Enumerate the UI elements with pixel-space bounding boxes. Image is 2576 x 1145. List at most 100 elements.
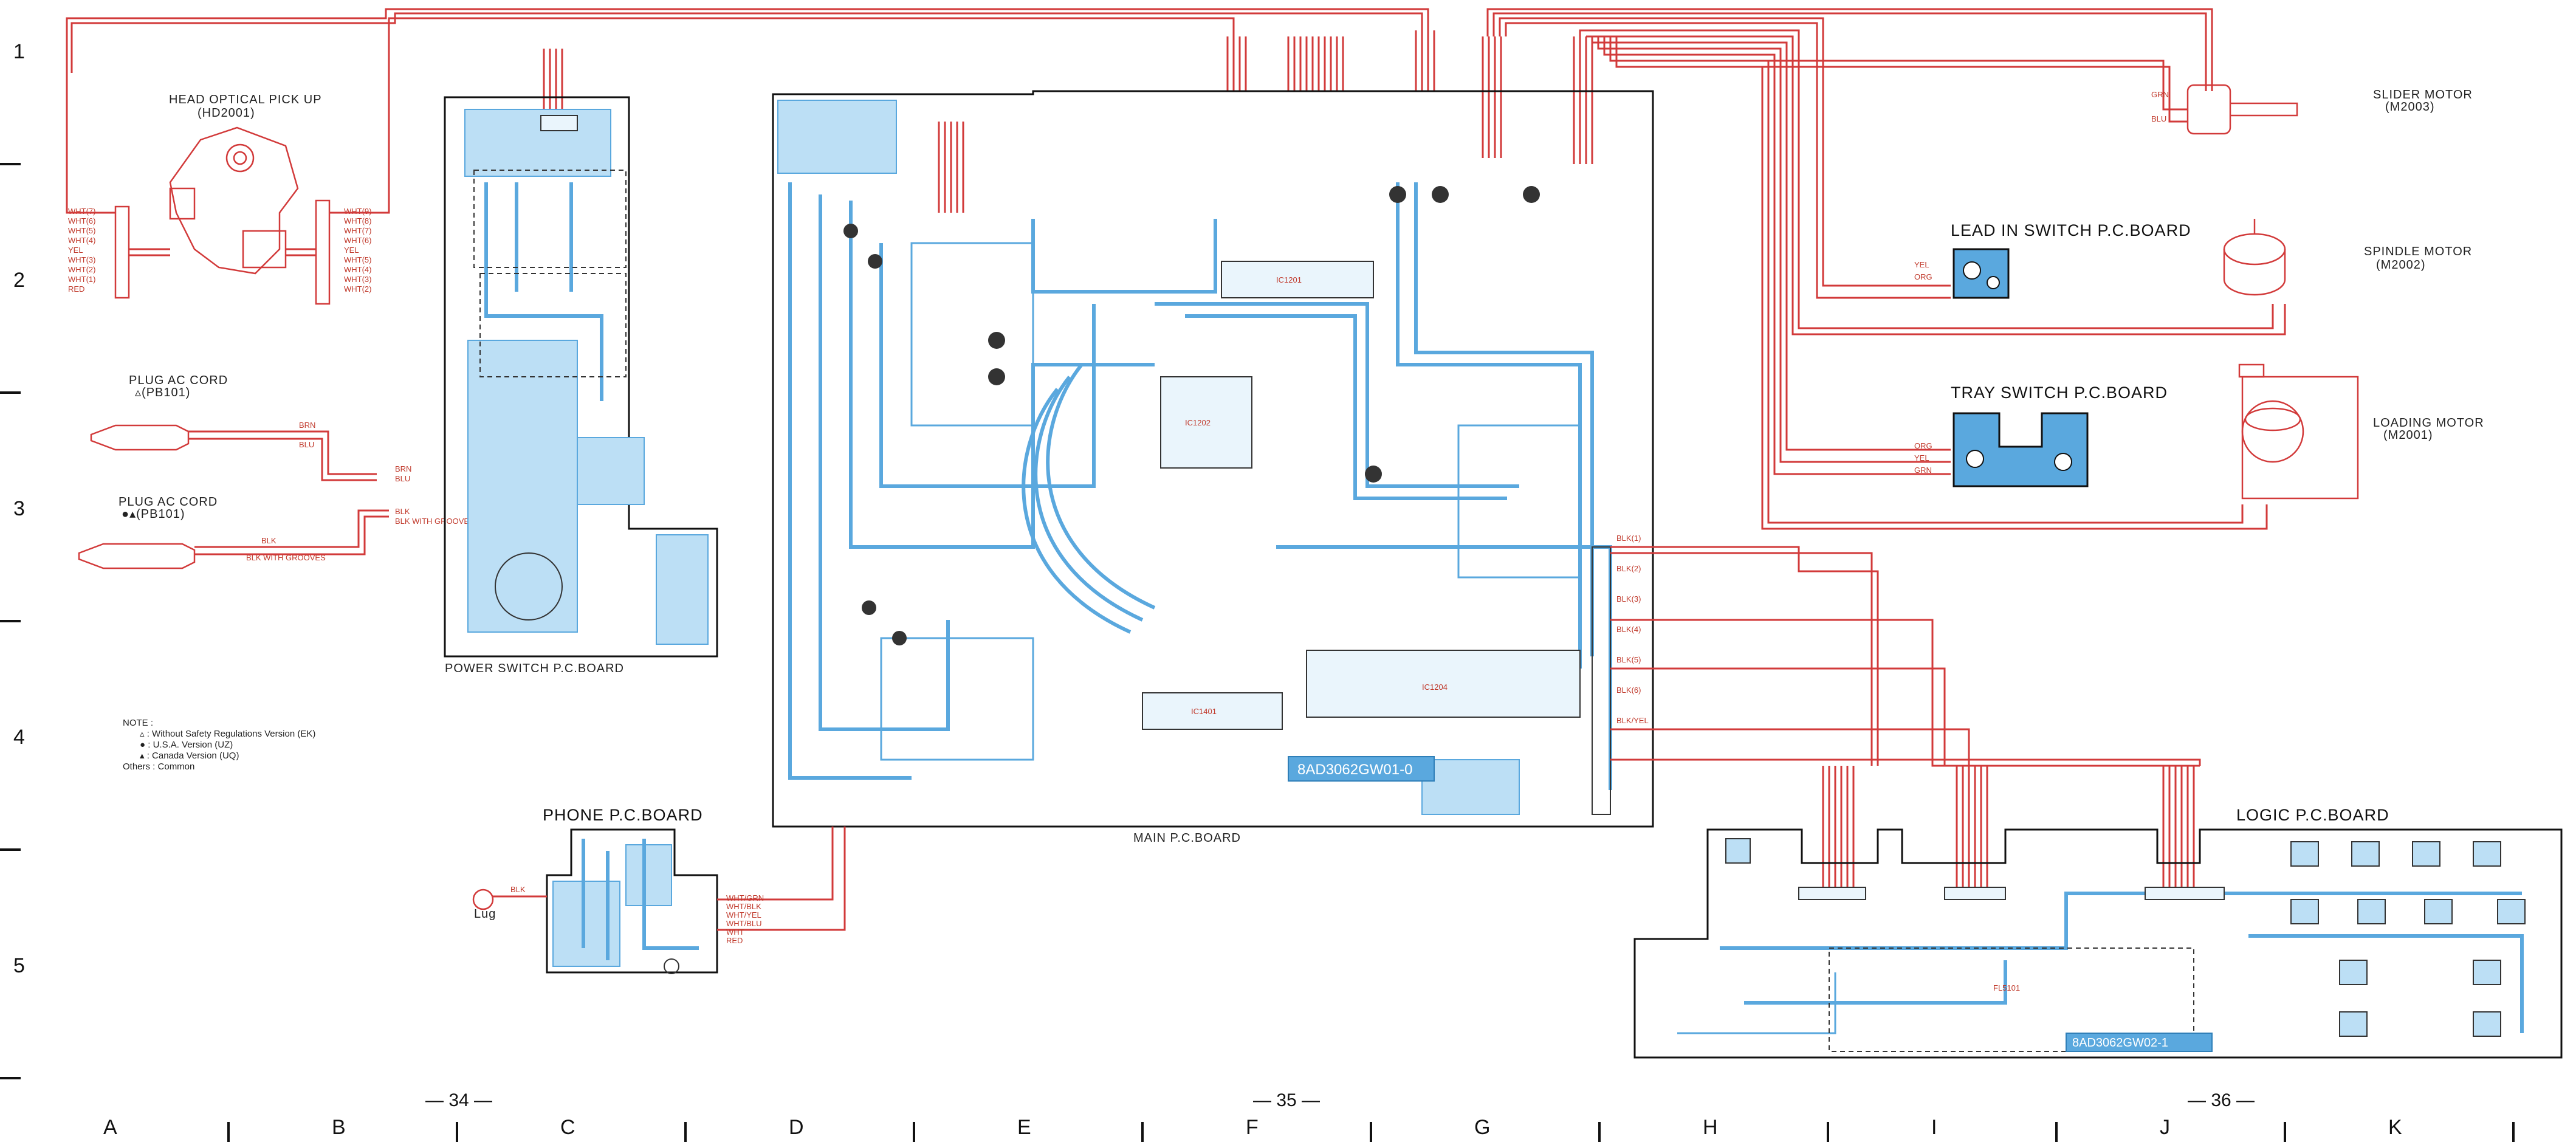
col-label: C (560, 1116, 575, 1139)
svg-text:WHT/YEL: WHT/YEL (726, 910, 761, 920)
board-label: TRAY SWITCH P.C.BOARD (1951, 383, 2168, 402)
svg-text:YEL: YEL (1914, 260, 1929, 269)
plug-ac-cord-2: PLUG AC CORD ●▴(PB101) BLK BLK WITH GROO… (78, 495, 389, 569)
svg-text:BLK/YEL: BLK/YEL (1616, 716, 1649, 725)
row-markers: 1 2 3 4 5 (0, 40, 25, 1079)
pickup-left-wire-labels: WHT(7) WHT(6) WHT(5) WHT(4) YEL WHT(3) W… (68, 207, 96, 294)
svg-text:WHT(9): WHT(9) (344, 207, 372, 216)
svg-text:IC1202: IC1202 (1185, 418, 1211, 427)
svg-text:ORG: ORG (1914, 272, 1932, 281)
svg-text:BRN: BRN (299, 421, 315, 430)
component-name: PLUG AC CORD (129, 374, 228, 387)
svg-text:WHT/BLU: WHT/BLU (726, 919, 762, 928)
svg-text:YEL: YEL (1914, 453, 1929, 462)
head-optical-pickup: HEAD OPTICAL PICK UP (HD2001) WHT(7) WHT… (66, 73, 390, 305)
board-label: POWER SWITCH P.C.BOARD (445, 662, 624, 675)
svg-text:BLK: BLK (510, 885, 526, 894)
component-name: HEAD OPTICAL PICK UP (169, 93, 322, 106)
svg-text:WHT(2): WHT(2) (68, 265, 96, 274)
page-number: — 35 — (1253, 1090, 1320, 1110)
component-ref: (M2003) (2385, 100, 2434, 114)
board-code: 8AD3062GW02-1 (2072, 1036, 2168, 1050)
component-ref: ▵(PB101) (135, 386, 190, 399)
plug-ac-cord-1: PLUG AC CORD ▵(PB101) BRN BLU (90, 374, 377, 481)
component-name: SLIDER MOTOR (2373, 88, 2473, 101)
row-label: 3 (13, 497, 25, 520)
svg-text:▴ : Canada Version (UQ): ▴ : Canada Version (UQ) (140, 751, 239, 761)
col-label: J (2160, 1116, 2170, 1139)
top-wire-harness (66, 8, 2286, 530)
svg-text:BLK WITH GROOVES: BLK WITH GROOVES (246, 553, 326, 562)
svg-text:BLK(4): BLK(4) (1616, 625, 1641, 634)
ic-chip (1306, 650, 1581, 718)
svg-text:WHT(6): WHT(6) (68, 216, 96, 225)
svg-text:WHT(6): WHT(6) (344, 236, 372, 245)
svg-text:WHT(4): WHT(4) (344, 265, 372, 274)
svg-text:IC1201: IC1201 (1276, 275, 1302, 284)
board-label: LOGIC P.C.BOARD (2236, 806, 2389, 824)
main-board: IC1202 IC1201 IC1204 IC1401 8AD3062GW01-… (772, 90, 1654, 845)
svg-text:IC1204: IC1204 (1422, 683, 1448, 692)
svg-text:WHT(7): WHT(7) (68, 207, 96, 216)
col-label: F (1246, 1116, 1259, 1139)
svg-text:WHT(3): WHT(3) (344, 275, 372, 284)
spindle-motor: SPINDLE MOTOR (M2002) (2223, 219, 2472, 296)
svg-text:WHT(5): WHT(5) (68, 226, 96, 235)
board-label: MAIN P.C.BOARD (1133, 831, 1241, 845)
svg-text:WHT(4): WHT(4) (68, 236, 96, 245)
col-label: D (789, 1116, 804, 1139)
svg-text:YEL: YEL (344, 246, 359, 255)
component-name: SPINDLE MOTOR (2364, 245, 2472, 258)
note-block: NOTE : ▵ : Without Safety Regulations Ve… (123, 718, 315, 772)
board-label: LEAD IN SWITCH P.C.BOARD (1951, 221, 2191, 239)
svg-text:Others : Common: Others : Common (123, 762, 194, 772)
pickup-right-wire-labels: WHT(9) WHT(8) WHT(7) WHT(6) YEL WHT(5) W… (344, 207, 372, 294)
svg-text:IC1401: IC1401 (1191, 707, 1217, 716)
svg-text:BLK WITH GROOVES: BLK WITH GROOVES (395, 517, 475, 526)
svg-text:RED: RED (726, 936, 743, 945)
component-name: LOADING MOTOR (2373, 416, 2484, 430)
col-label: K (2388, 1116, 2402, 1139)
ic-chip (1160, 376, 1252, 469)
svg-text:BLK(6): BLK(6) (1616, 686, 1641, 695)
component-ref: (HD2001) (197, 106, 255, 120)
page-number: — 34 — (425, 1090, 492, 1110)
tray-switch-board: TRAY SWITCH P.C.BOARD ORG YEL GRN (1914, 383, 2168, 487)
board-code: 8AD3062GW01-0 (1297, 762, 1412, 778)
component-ref: (M2002) (2376, 258, 2425, 272)
svg-text:▵ : Without Safety Regulations: ▵ : Without Safety Regulations Version (… (140, 729, 315, 739)
svg-text:WHT(8): WHT(8) (344, 216, 372, 225)
svg-text:YEL: YEL (68, 246, 83, 255)
component-ref: (M2001) (2383, 428, 2433, 442)
svg-text:BLK(2): BLK(2) (1616, 564, 1641, 573)
power-switch-board: POWER SWITCH P.C.BOARD (444, 96, 718, 675)
svg-text:BLK: BLK (395, 507, 410, 516)
svg-text:WHT(2): WHT(2) (344, 284, 372, 294)
row-label: 1 (13, 40, 25, 63)
main-to-logic-wires: BLK(1) BLK(2) BLK(3) BLK(4) BLK(5) BLK(6… (1610, 534, 2201, 893)
svg-text:GRN: GRN (2151, 90, 2169, 99)
phone-board: PHONE P.C.BOARD WHT/GRN WHT/BLK WHT/YEL … (472, 806, 846, 974)
svg-text:WHT: WHT (726, 927, 744, 937)
row-label: 2 (13, 269, 25, 292)
board-label: PHONE P.C.BOARD (543, 806, 703, 824)
svg-text:BLU: BLU (395, 474, 410, 483)
col-label: A (103, 1116, 117, 1139)
col-label: H (1703, 1116, 1718, 1139)
svg-text:WHT(3): WHT(3) (68, 255, 96, 264)
svg-text:GRN: GRN (1914, 466, 1932, 475)
svg-text:BLU: BLU (2151, 114, 2166, 123)
col-label: E (1017, 1116, 1031, 1139)
row-label: 4 (13, 726, 25, 749)
svg-text:BRN: BRN (395, 464, 411, 473)
col-label: G (1474, 1116, 1490, 1139)
svg-text:BLK: BLK (261, 536, 276, 545)
component-name: PLUG AC CORD (118, 495, 218, 509)
ic-chip (1142, 692, 1283, 730)
lug-label: Lug (474, 907, 496, 921)
column-markers: A B C D E F G H I J K — 34 — — 35 — — 36… (103, 1090, 2515, 1142)
svg-text:FL5101: FL5101 (1993, 983, 2020, 992)
page-number: — 36 — (2188, 1090, 2255, 1110)
svg-text:RED: RED (68, 284, 84, 294)
